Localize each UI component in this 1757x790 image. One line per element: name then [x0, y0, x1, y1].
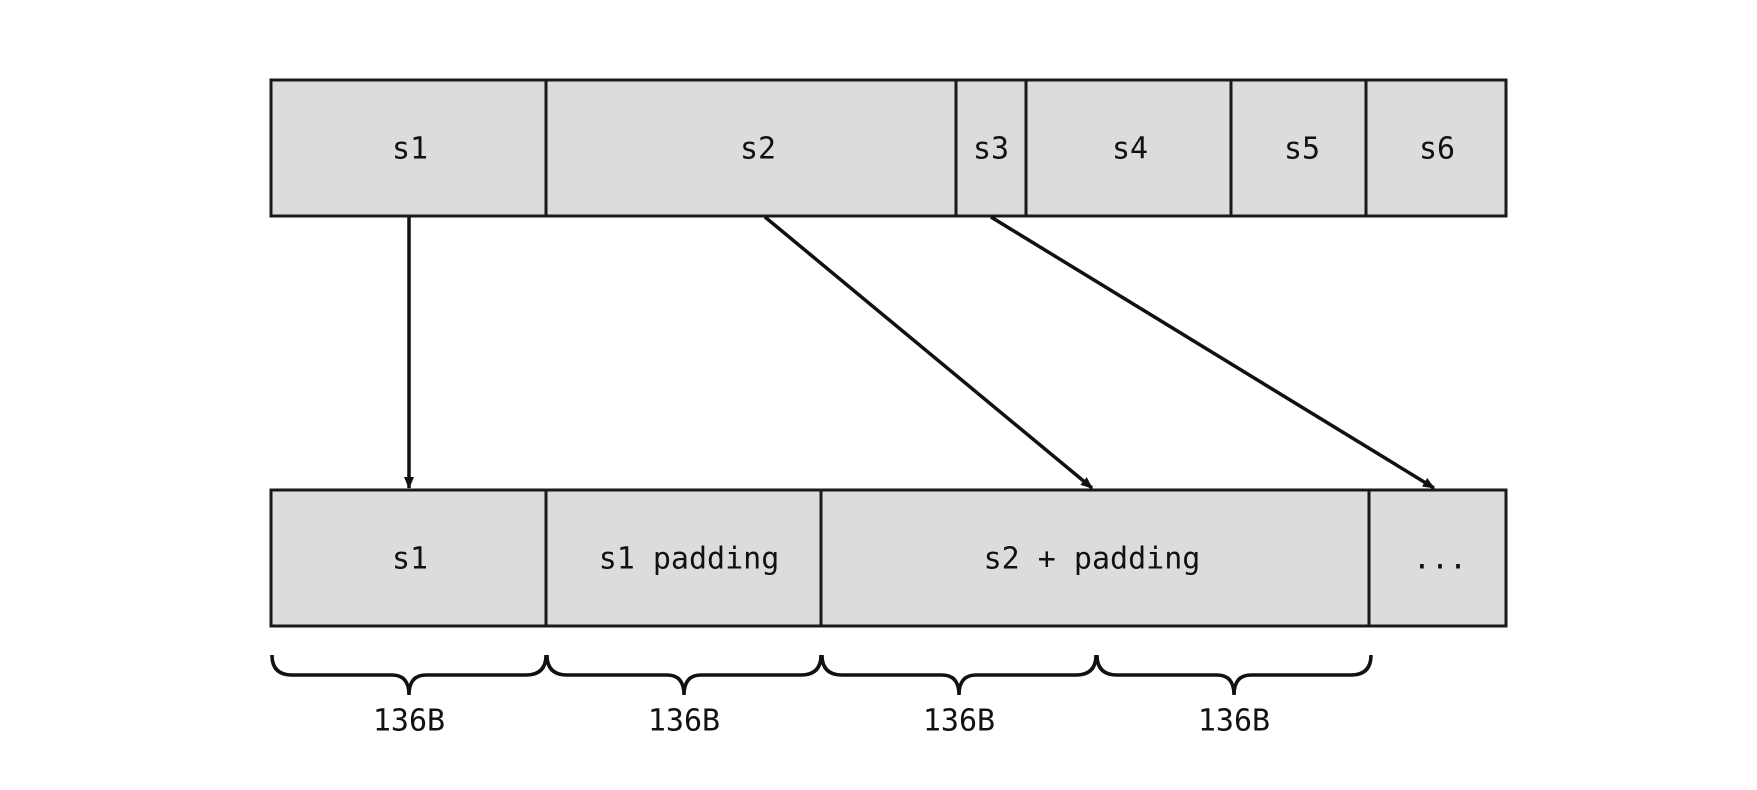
bottom-label-s2-padding: s2 + padding: [984, 542, 1201, 577]
top-label-s1: s1: [392, 132, 428, 167]
top-cell-s2: [544, 78, 958, 218]
bottom-row: s1 s1 padding s2 + padding ...: [269, 488, 1508, 628]
brace-label-4: 136B: [1198, 704, 1270, 739]
top-label-s2: s2: [740, 132, 776, 167]
bottom-label-ellipsis: ...: [1413, 542, 1467, 577]
top-label-s4: s4: [1112, 132, 1148, 167]
top-label-s3: s3: [973, 132, 1009, 167]
brace-label-3: 136B: [923, 704, 995, 739]
brace-2-icon: [545, 654, 823, 696]
arrows: [404, 215, 1435, 490]
top-cell-s3: [954, 78, 1028, 218]
brace-4-icon: [1095, 654, 1373, 696]
brace-3-icon: [820, 654, 1098, 696]
brace-label-1: 136B: [373, 704, 445, 739]
brace-label-2: 136B: [648, 704, 720, 739]
bottom-cell-s1: [269, 488, 548, 628]
arrow-s3-icon: [990, 215, 1435, 490]
top-cell-s5: [1229, 78, 1368, 218]
bottom-cell-ellipsis: [1367, 488, 1508, 628]
bottom-label-s1: s1: [392, 542, 428, 577]
brace-1-icon: [270, 654, 548, 696]
top-cell-s6: [1364, 78, 1508, 218]
top-row: s1 s2 s3 s4 s5 s6: [269, 78, 1508, 218]
top-cell-s1: [269, 78, 548, 218]
braces: 136B 136B 136B 136B: [270, 654, 1373, 739]
bottom-cell-s2-padding: [819, 488, 1371, 628]
arrow-s2-icon: [763, 215, 1094, 490]
top-label-s5: s5: [1284, 132, 1320, 167]
top-label-s6: s6: [1419, 132, 1455, 167]
bottom-label-s1-padding: s1 padding: [599, 542, 780, 577]
bottom-cell-s1-padding: [544, 488, 823, 628]
